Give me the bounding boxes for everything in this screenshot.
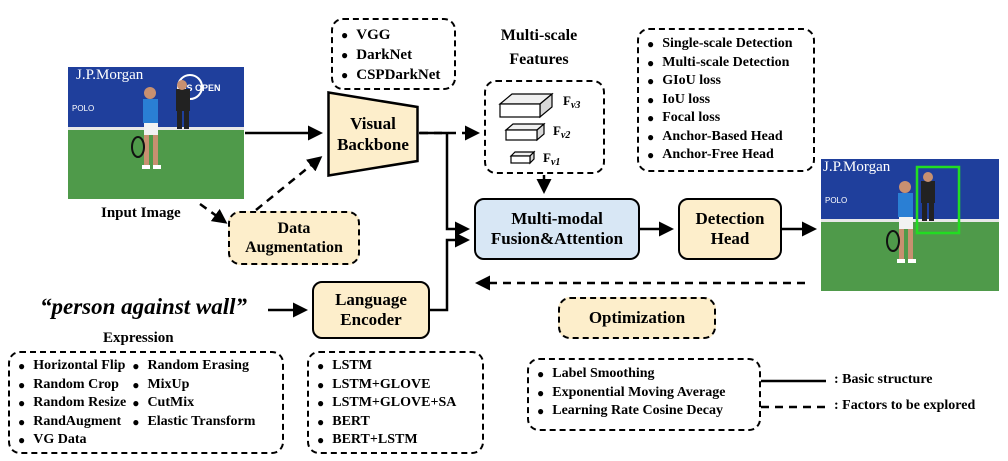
augmentation-option: Random Crop [18,376,126,395]
output-image: J.P.Morgan POLO [821,159,999,291]
encoder-option: LSTM+GLOVE [317,376,476,395]
encoder-options-list: LSTM LSTM+GLOVE LSTM+GLOVE+SA BERT BERT+… [307,351,484,454]
feature-fv1-label: Fv1 [543,150,560,168]
visual-backbone-label: Backbone [337,135,409,154]
detection-option: Single-scale Detection [647,35,807,54]
arrow-encoder-to-fusion [430,232,470,312]
detection-option: Multi-scale Detection [647,54,807,73]
optimization-option: Exponential Moving Average [537,384,753,403]
augmentation-option: CutMix [132,394,255,413]
legend-solid-label: : Basic structure [834,372,933,387]
encoder-option: LSTM [317,357,476,376]
arrow-backbone-to-fusion [419,131,470,237]
detection-bounding-box [915,165,961,235]
optimization-options-list: Label Smoothing Exponential Moving Avera… [527,358,761,431]
expression-quote: “person against wall” [40,294,248,319]
expression-label: Expression [103,330,174,346]
augmentation-option: VG Data [18,431,126,450]
encoder-option: LSTM+GLOVE+SA [317,394,476,413]
arrow-augmentation-to-backbone [255,156,323,211]
backbone-option: CSPDarkNet [341,65,448,85]
svg-text:J.P.Morgan: J.P.Morgan [823,159,891,175]
input-image-label: Input Image [101,205,181,221]
augmentation-option: Horizontal Flip [18,357,126,376]
data-augmentation-box: Data Augmentation [228,211,360,265]
backbone-option: DarkNet [341,45,448,65]
visual-backbone-label: Visual [350,114,396,133]
feature-fv3-label: Fv3 [563,93,580,111]
fusion-attention-box: Multi-modal Fusion&Attention [474,198,640,260]
detection-option: GIoU loss [647,72,807,91]
augmentation-option: Random Resize [18,394,126,413]
detection-options-list: Single-scale Detection Multi-scale Detec… [637,28,815,172]
optimization-option: Learning Rate Cosine Decay [537,402,753,421]
multi-scale-features-box: Fv3 Fv2 Fv1 [484,80,605,174]
detection-option: Anchor-Based Head [647,128,807,147]
detection-option: IoU loss [647,91,807,110]
input-image: J.P.Morgan US OPEN POLO [68,67,244,199]
augmentation-option: Elastic Transform [132,413,255,432]
sponsor-sign-text: J.P.Morgan [76,67,144,83]
encoder-option: BERT+LSTM [317,431,476,450]
multi-scale-features-title: Multi-scale Features [500,27,578,68]
backbone-options-list: VGG DarkNet CSPDarkNet [331,18,456,90]
detection-head-box: Detection Head [678,198,782,260]
svg-text:POLO: POLO [825,196,847,205]
optimization-option: Label Smoothing [537,365,753,384]
augmentation-options-list: Horizontal Flip Random Crop Random Resiz… [8,351,284,454]
language-encoder-box: Language Encoder [312,281,430,339]
svg-text:POLO: POLO [72,104,94,113]
detection-option: Focal loss [647,109,807,128]
arrow-image-to-augmentation [199,202,228,224]
encoder-option: BERT [317,413,476,432]
visual-backbone-block: Visual Backbone [327,91,419,177]
augmentation-option: MixUp [132,376,255,395]
legend-dashed-label: : Factors to be explored [834,398,976,413]
backbone-option: VGG [341,25,448,45]
detection-option: Anchor-Free Head [647,146,807,165]
svg-text:US OPEN: US OPEN [180,83,221,93]
optimization-box: Optimization [558,297,716,339]
augmentation-option: RandAugment [18,413,126,432]
feature-fv2-label: Fv2 [553,123,570,141]
augmentation-option: Random Erasing [132,357,255,376]
